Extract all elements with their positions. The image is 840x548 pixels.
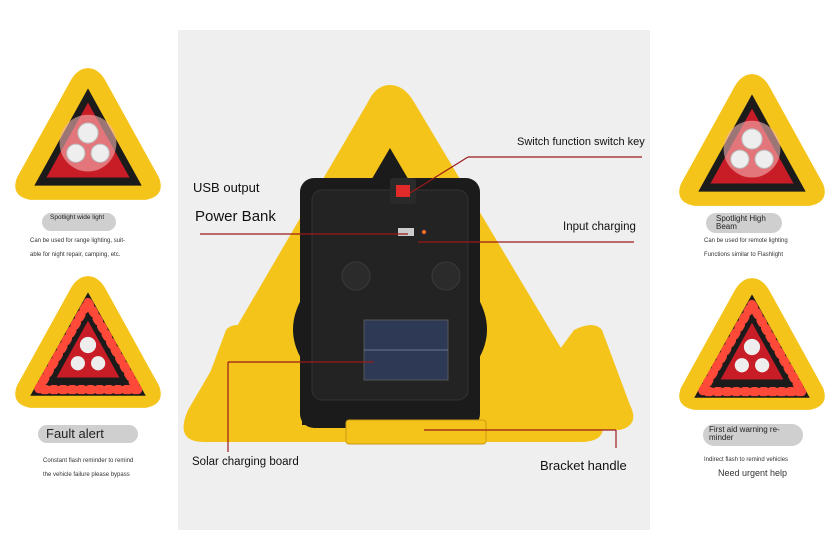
feature-desc: Can be used for range lighting, suit- (30, 238, 126, 244)
feature-desc: able for night repair, camping, etc. (30, 252, 121, 258)
spotlight-high-beam-image (676, 70, 828, 212)
first-aid-warning-image (676, 274, 828, 416)
solar-board-label: Solar charging board (192, 456, 299, 468)
fault-alert-image (12, 272, 164, 414)
switch-key-label: Switch function switch key (517, 136, 645, 148)
feature-desc: Functions similar to Flashlight (704, 252, 784, 258)
feature-desc: Constant flash reminder to remind (43, 458, 134, 464)
bracket-handle-label: Bracket handle (540, 458, 627, 473)
power-bank-label: Power Bank (195, 208, 276, 225)
input-charging-label: Input charging (563, 221, 636, 233)
feature-desc: the vehicle failure please bypass (43, 472, 130, 478)
feature-title: Spotlight High Beam (706, 213, 782, 233)
main-product-image (183, 85, 642, 452)
feature-desc: Can be used for remote lighting (704, 238, 788, 244)
usb-output-label: USB output (193, 180, 260, 195)
feature-title: Fault alert (38, 425, 138, 443)
feature-desc: Indirect flash to remind vehicles (704, 457, 789, 463)
feature-title: Spotlight wide light (42, 213, 116, 231)
feature-title: First aid warning re-minder (703, 424, 803, 446)
feature-desc: Need urgent help (718, 468, 788, 478)
spotlight-wide-light-image (12, 64, 164, 206)
